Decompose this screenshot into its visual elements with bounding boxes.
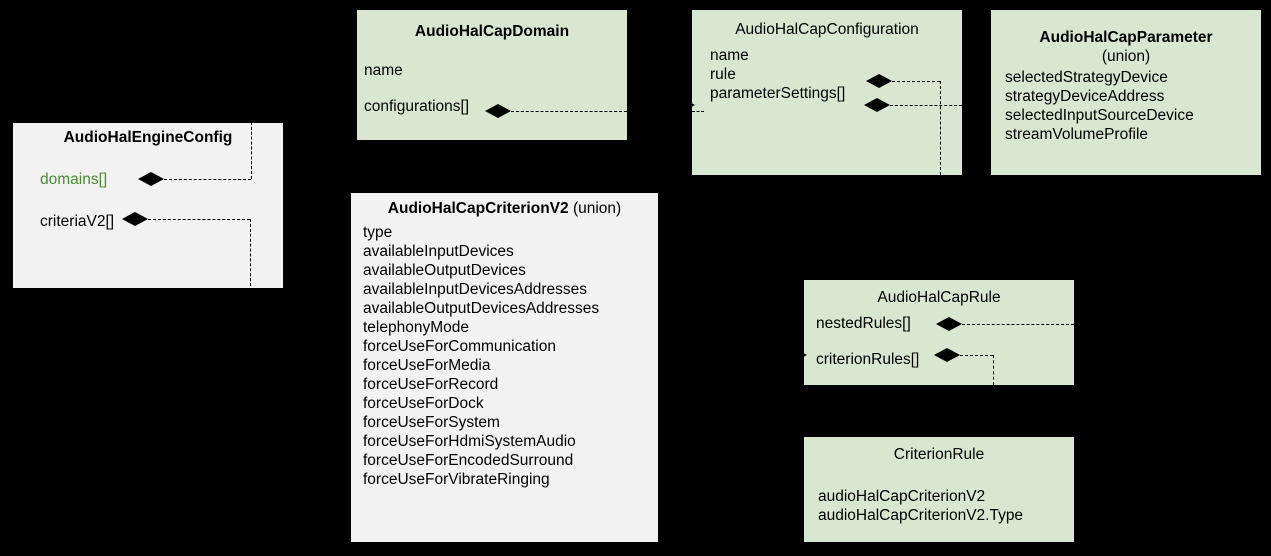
connector-domains-horizontal bbox=[164, 179, 251, 180]
attribute-list-audio-hal-cap-domain: name configurations[] bbox=[364, 61, 469, 116]
entity-title-criterion-rule: CriterionRule bbox=[893, 446, 985, 463]
entity-audio-hal-cap-configuration[interactable]: AudioHalCapConfiguration name rule param… bbox=[692, 10, 962, 175]
attribute-criterion-rules[interactable]: criterionRules[] bbox=[816, 351, 920, 368]
composition-diamond-criterion-rules bbox=[934, 348, 960, 362]
connector-criterion-rules-vertical bbox=[993, 355, 994, 385]
attribute-available-input-devices[interactable]: availableInputDevices bbox=[363, 243, 514, 260]
composition-diamond-rule bbox=[866, 74, 892, 88]
attribute-force-use-for-communication[interactable]: forceUseForCommunication bbox=[363, 338, 556, 355]
attribute-available-input-devices-addresses[interactable]: availableInputDevicesAddresses bbox=[363, 281, 588, 298]
connector-parameter-settings-horizontal bbox=[890, 105, 962, 106]
connector-configurations-incoming bbox=[692, 111, 704, 112]
attribute-list-audio-hal-cap-criterion-v2: type availableInputDevices availableOutp… bbox=[363, 223, 599, 489]
attribute-force-use-for-hdmi-system-audio[interactable]: forceUseForHdmiSystemAudio bbox=[363, 433, 576, 450]
entity-title-audio-hal-cap-configuration: AudioHalCapConfiguration bbox=[735, 21, 919, 38]
attribute-strategy-device-address[interactable]: strategyDeviceAddress bbox=[1005, 88, 1165, 105]
entity-title-audio-hal-cap-domain: AudioHalCapDomain bbox=[414, 23, 570, 40]
attribute-type[interactable]: type bbox=[363, 224, 393, 241]
attribute-audio-hal-cap-criterion-v2-type[interactable]: audioHalCapCriterionV2.Type bbox=[818, 507, 1024, 524]
connector-nested-rules-horizontal bbox=[962, 324, 1074, 325]
attribute-name[interactable]: name bbox=[364, 62, 403, 79]
attribute-configurations[interactable]: configurations[] bbox=[364, 98, 470, 115]
attribute-list-audio-hal-engine-config: domains[] criteriaV2[] bbox=[40, 170, 114, 231]
entity-title-text: AudioHalCapCriterionV2 bbox=[387, 200, 569, 217]
connector-nested-rules-arrowhead bbox=[804, 350, 807, 360]
attribute-rule[interactable]: rule bbox=[710, 66, 736, 83]
connector-configurations-bridge bbox=[682, 111, 696, 112]
connector-configurations-horizontal bbox=[511, 111, 627, 112]
entity-audio-hal-cap-criterion-v2[interactable]: AudioHalCapCriterionV2 (union) type avai… bbox=[351, 193, 658, 542]
entity-audio-hal-cap-domain[interactable]: AudioHalCapDomain name configurations[] bbox=[357, 10, 627, 140]
attribute-list-audio-hal-cap-parameter: selectedStrategyDevice strategyDeviceAdd… bbox=[1005, 68, 1194, 144]
attribute-stream-volume-profile[interactable]: streamVolumeProfile bbox=[1005, 126, 1149, 143]
attribute-telephony-mode[interactable]: telephonyMode bbox=[363, 319, 469, 336]
composition-diamond-configurations bbox=[485, 104, 511, 118]
attribute-list-criterion-rule: audioHalCapCriterionV2 audioHalCapCriter… bbox=[818, 487, 1023, 525]
composition-diamond-domains bbox=[138, 172, 164, 186]
attribute-selected-strategy-device[interactable]: selectedStrategyDevice bbox=[1005, 69, 1168, 86]
attribute-available-output-devices[interactable]: availableOutputDevices bbox=[363, 262, 526, 279]
attribute-name[interactable]: name bbox=[710, 47, 749, 64]
attribute-criteriav2[interactable]: criteriaV2[] bbox=[40, 213, 115, 230]
attribute-force-use-for-system[interactable]: forceUseForSystem bbox=[363, 414, 500, 431]
entity-title-audio-hal-cap-rule: AudioHalCapRule bbox=[877, 289, 1001, 306]
attribute-domains[interactable]: domains[] bbox=[40, 171, 108, 188]
attribute-nested-rules[interactable]: nestedRules[] bbox=[816, 315, 911, 332]
connector-criterion-rules-horizontal bbox=[960, 355, 993, 356]
attribute-available-output-devices-addresses[interactable]: availableOutputDevicesAddresses bbox=[363, 300, 600, 317]
entity-audio-hal-cap-parameter[interactable]: AudioHalCapParameter (union) selectedStr… bbox=[991, 10, 1261, 175]
connector-criteriav2-horizontal bbox=[148, 219, 250, 220]
entity-title-audio-hal-cap-criterion-v2: AudioHalCapCriterionV2 (union) bbox=[351, 199, 658, 218]
connector-criteriav2-vertical bbox=[250, 219, 251, 288]
entity-audio-hal-engine-config[interactable]: AudioHalEngineConfig domains[] criteriaV… bbox=[13, 123, 283, 288]
attribute-force-use-for-media[interactable]: forceUseForMedia bbox=[363, 357, 491, 374]
attribute-parameter-settings[interactable]: parameterSettings[] bbox=[710, 85, 846, 102]
entity-title-audio-hal-engine-config: AudioHalEngineConfig bbox=[63, 129, 233, 146]
entity-audio-hal-cap-rule[interactable]: AudioHalCapRule nestedRules[] criterionR… bbox=[804, 280, 1074, 385]
attribute-audio-hal-cap-criterion-v2[interactable]: audioHalCapCriterionV2 bbox=[818, 488, 986, 505]
entity-subtitle-audio-hal-cap-parameter: (union) bbox=[1101, 48, 1151, 65]
entity-title-audio-hal-cap-parameter: AudioHalCapParameter bbox=[1039, 29, 1213, 46]
attribute-list-audio-hal-cap-rule: nestedRules[] criterionRules[] bbox=[816, 314, 919, 369]
composition-diamond-nested-rules bbox=[936, 317, 962, 331]
entity-title-union-suffix: (union) bbox=[572, 200, 622, 217]
connector-parameter-settings-arrowhead bbox=[692, 100, 695, 110]
composition-diamond-criteriav2 bbox=[122, 212, 148, 226]
attribute-selected-input-source-device[interactable]: selectedInputSourceDevice bbox=[1005, 107, 1194, 124]
attribute-list-audio-hal-cap-configuration: name rule parameterSettings[] bbox=[710, 46, 845, 103]
attribute-force-use-for-encoded-surround[interactable]: forceUseForEncodedSurround bbox=[363, 452, 574, 469]
connector-rule-vertical bbox=[940, 81, 941, 175]
entity-criterion-rule[interactable]: CriterionRule audioHalCapCriterionV2 aud… bbox=[804, 437, 1074, 542]
composition-diamond-parameter-settings bbox=[864, 98, 890, 112]
attribute-force-use-for-record[interactable]: forceUseForRecord bbox=[363, 376, 499, 393]
connector-rule-horizontal bbox=[892, 81, 940, 82]
connector-domains-vertical bbox=[251, 123, 252, 179]
attribute-force-use-for-vibrate-ringing[interactable]: forceUseForVibrateRinging bbox=[363, 471, 550, 488]
attribute-force-use-for-dock[interactable]: forceUseForDock bbox=[363, 395, 484, 412]
